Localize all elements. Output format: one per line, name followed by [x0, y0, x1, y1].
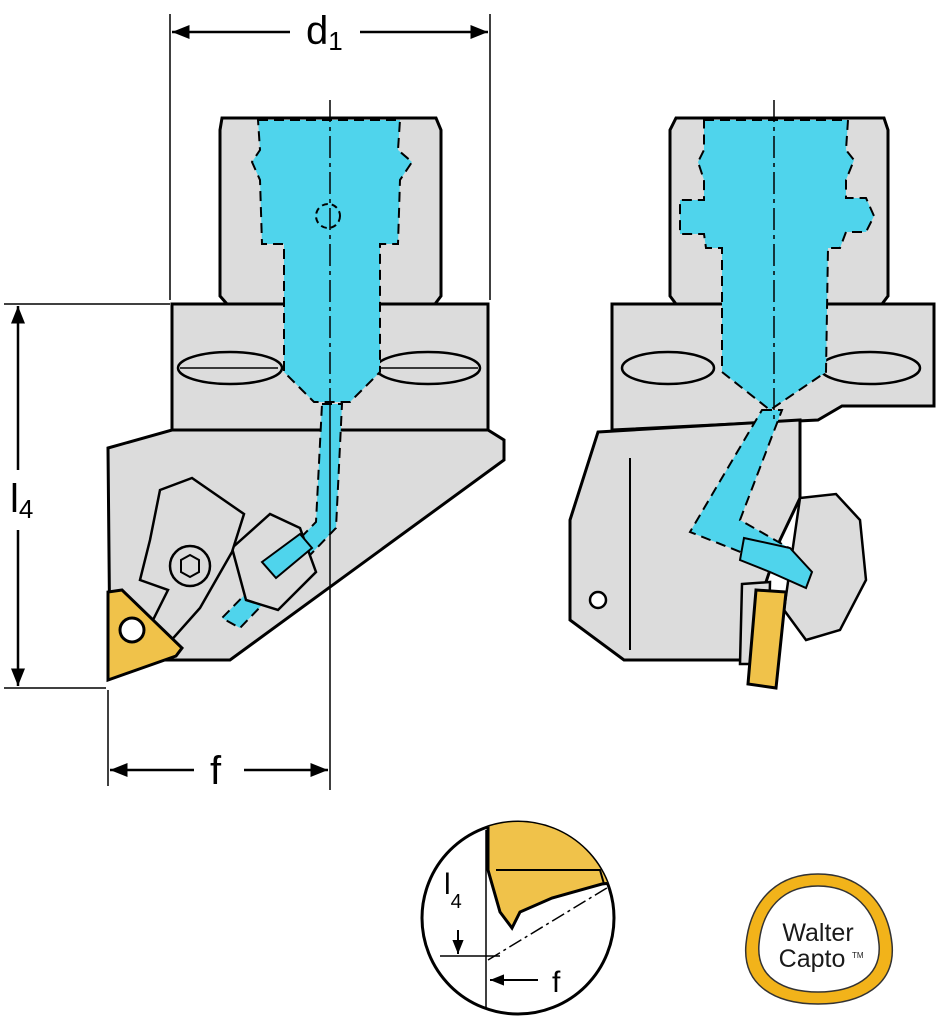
right-slot-right	[818, 350, 922, 386]
d1-label: d	[306, 9, 328, 53]
walter-capto-logo: Walter Capto TM	[745, 873, 893, 1005]
dimension-l4: l4	[4, 303, 170, 689]
svg-text:l4: l4	[444, 868, 462, 913]
svg-text:d1: d1	[306, 9, 343, 56]
svg-text:l4: l4	[10, 477, 33, 524]
insert-icon	[106, 588, 184, 683]
left-view-tool-holder	[106, 100, 506, 790]
right-insert-icon	[738, 580, 788, 690]
dimension-d1: d1	[169, 9, 491, 300]
right-slot-left	[620, 350, 716, 386]
right-hole	[588, 590, 608, 610]
logo-walter: Walter	[782, 919, 853, 947]
left-coolant-upper	[250, 119, 414, 403]
f-label: f	[210, 749, 222, 793]
d1-subscript: 1	[328, 26, 342, 56]
right-view-tool-holder	[568, 100, 936, 690]
l4-subscript: 4	[19, 494, 33, 524]
left-nozzle	[230, 512, 318, 612]
dimension-f: f	[107, 690, 328, 793]
detail-l4-label: l	[444, 868, 451, 901]
logo-trademark: TM	[852, 951, 864, 960]
detail-f-label: f	[552, 966, 561, 999]
right-nozzle	[738, 492, 868, 642]
right-coolant-diagonal	[688, 409, 798, 572]
logo-capto: Capto	[779, 945, 846, 973]
detail-l4-subscript: 4	[451, 891, 462, 913]
l4-label: l	[10, 477, 19, 521]
detail-view: l4 f	[420, 820, 616, 1016]
right-coolant-upper	[679, 119, 876, 412]
screw-icon	[168, 544, 212, 588]
